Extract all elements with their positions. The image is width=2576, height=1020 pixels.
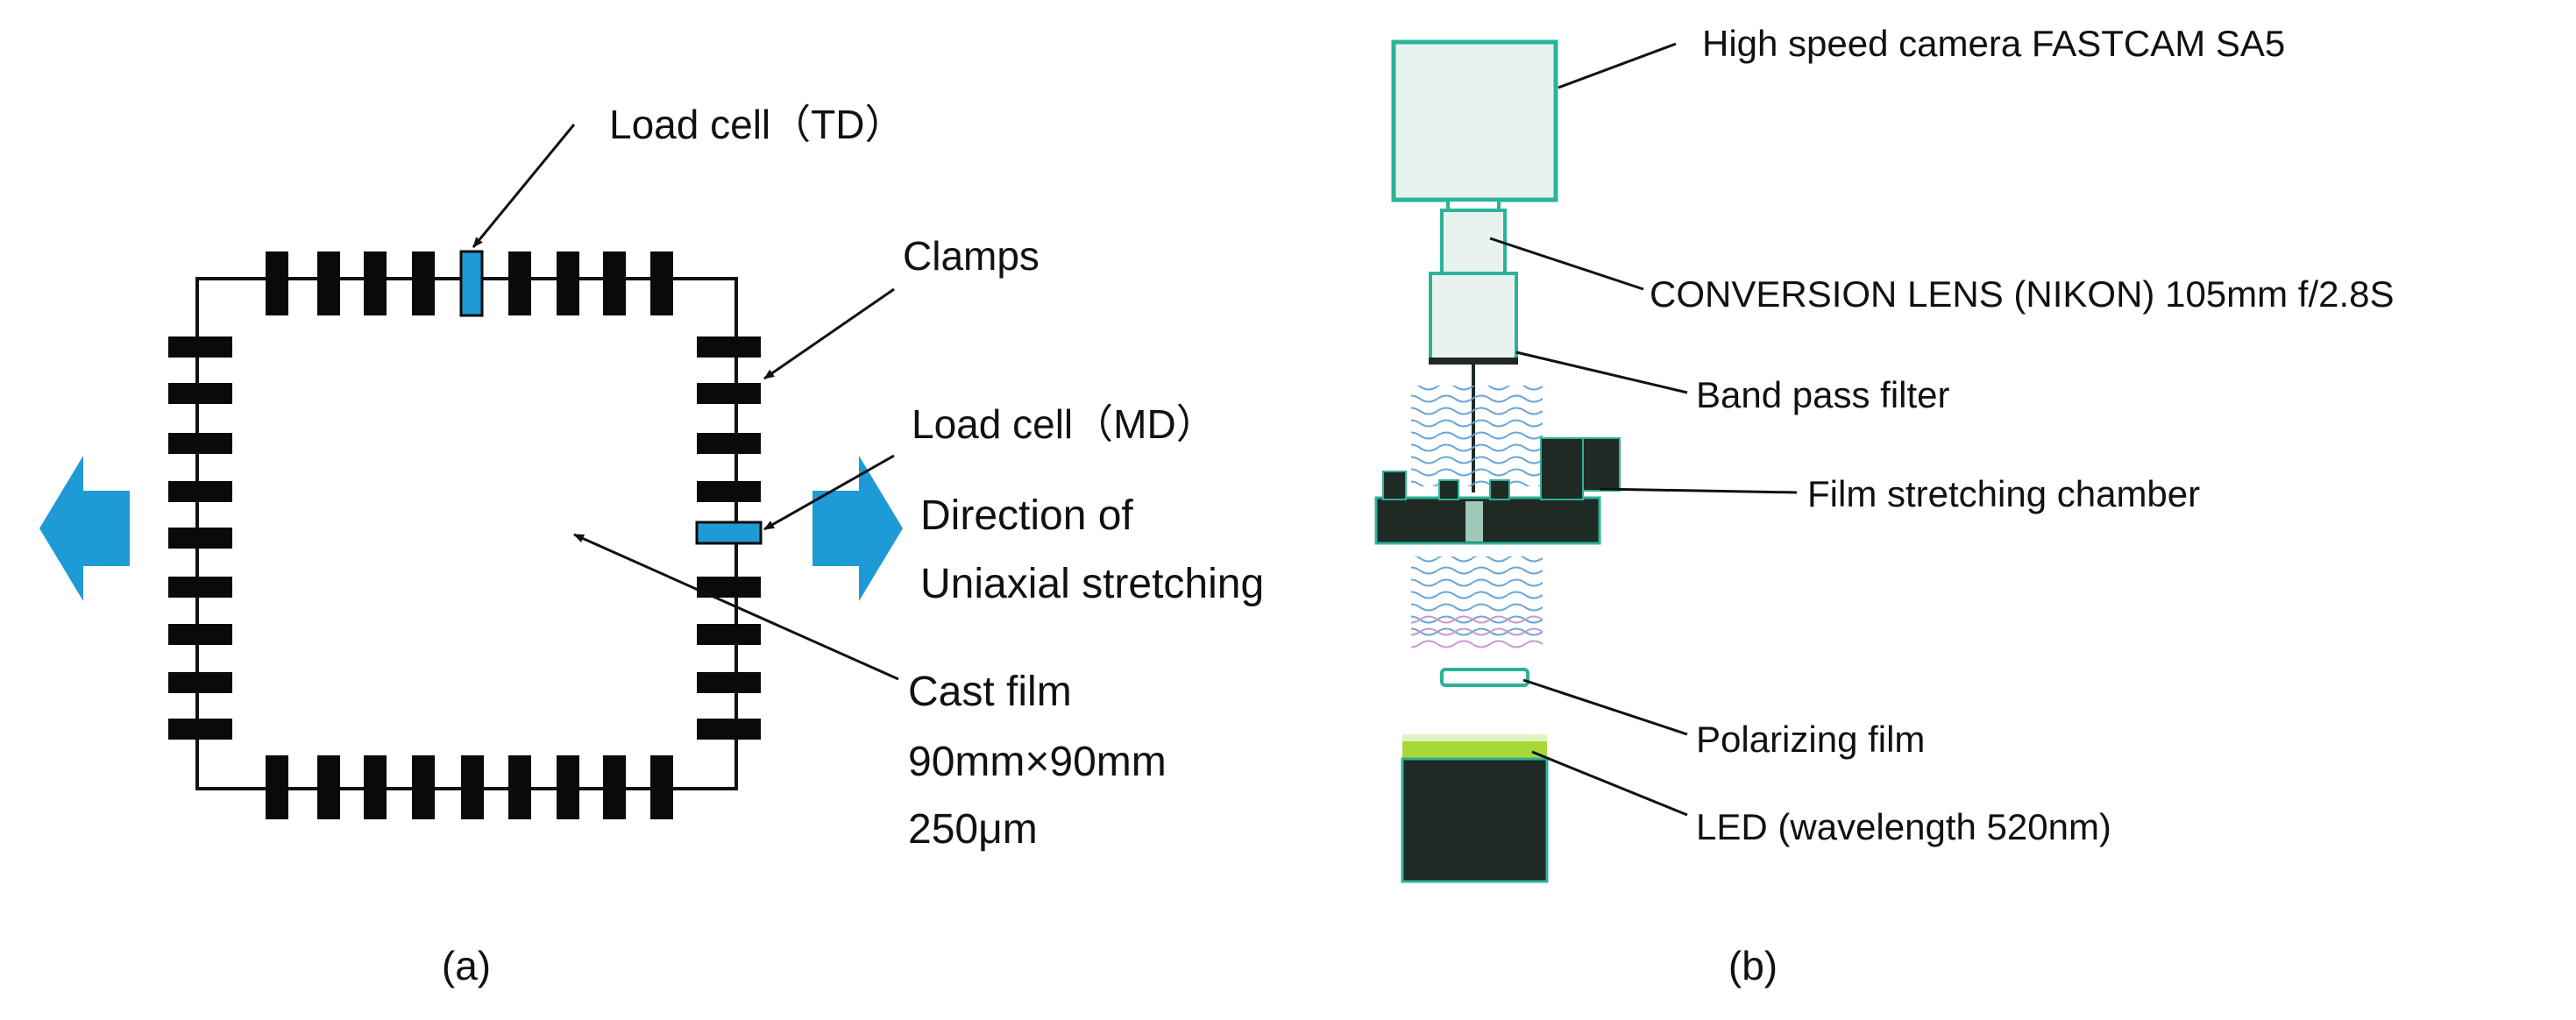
clamps-top <box>266 251 673 315</box>
high-speed-camera <box>1391 39 1558 202</box>
clamps-right <box>697 336 761 740</box>
cast-film-outline <box>195 277 738 790</box>
conversion-lens-lower <box>1429 272 1518 361</box>
leader-lens <box>1489 237 1644 291</box>
label-cast-film-line1: Cast film <box>908 669 1072 715</box>
conversion-lens <box>1440 209 1507 275</box>
stretch-arrow-right-icon <box>813 456 903 601</box>
label-led: LED (wavelength 520nm) <box>1696 806 2111 847</box>
label-direction-line1: Direction of <box>920 492 1133 539</box>
leader-led <box>1531 750 1688 817</box>
label-polarizer: Polarizing film <box>1696 719 1925 760</box>
lower-coil-pink <box>1411 613 1543 648</box>
clamps-left <box>168 336 232 740</box>
label-lens: CONVERSION LENS (NIKON) 105mm f/2.8S <box>1650 273 2395 315</box>
led-top <box>1402 741 1547 759</box>
label-cast-film-line3: 250μm <box>908 806 1038 853</box>
label-clamps: Clamps <box>903 233 1040 279</box>
load-cell-md <box>695 521 763 545</box>
label-chamber: Film stretching chamber <box>1807 473 2200 514</box>
caption-b: (b) <box>1728 943 1778 988</box>
panel-a: Load cell（TD） Clamps Load cell（MD） Direc… <box>39 102 1264 988</box>
leader-chamber <box>1599 487 1798 494</box>
leader-load-cell-md <box>763 454 895 531</box>
label-filter: Band pass filter <box>1696 374 1950 415</box>
leader-cast-film <box>573 533 899 681</box>
leader-clamps <box>763 287 895 380</box>
band-pass-filter <box>1429 358 1518 365</box>
polarizing-film <box>1440 668 1529 687</box>
film-stretching-chamber <box>1374 437 1621 545</box>
label-cast-film-line2: 90mm×90mm <box>908 739 1167 785</box>
clamps-bottom <box>266 755 673 819</box>
led-body <box>1401 757 1549 883</box>
leader-polarizer <box>1522 678 1688 736</box>
load-cell-td <box>459 250 484 317</box>
label-load-cell-md: Load cell（MD） <box>912 401 1217 447</box>
leader-filter <box>1515 351 1688 394</box>
label-camera: High speed camera FASTCAM SA5 <box>1702 23 2285 64</box>
caption-a: (a) <box>442 943 491 988</box>
panel-b: High speed camera FASTCAM SA5 CONVERSION… <box>1374 23 2395 988</box>
label-load-cell-td: Load cell（TD） <box>609 102 905 147</box>
stretch-arrow-left-icon <box>39 456 130 601</box>
leader-camera <box>1558 42 1677 89</box>
label-direction-line2: Uniaxial stretching <box>920 561 1264 607</box>
upper-coil <box>1411 386 1543 486</box>
leader-load-cell-td <box>472 124 576 248</box>
